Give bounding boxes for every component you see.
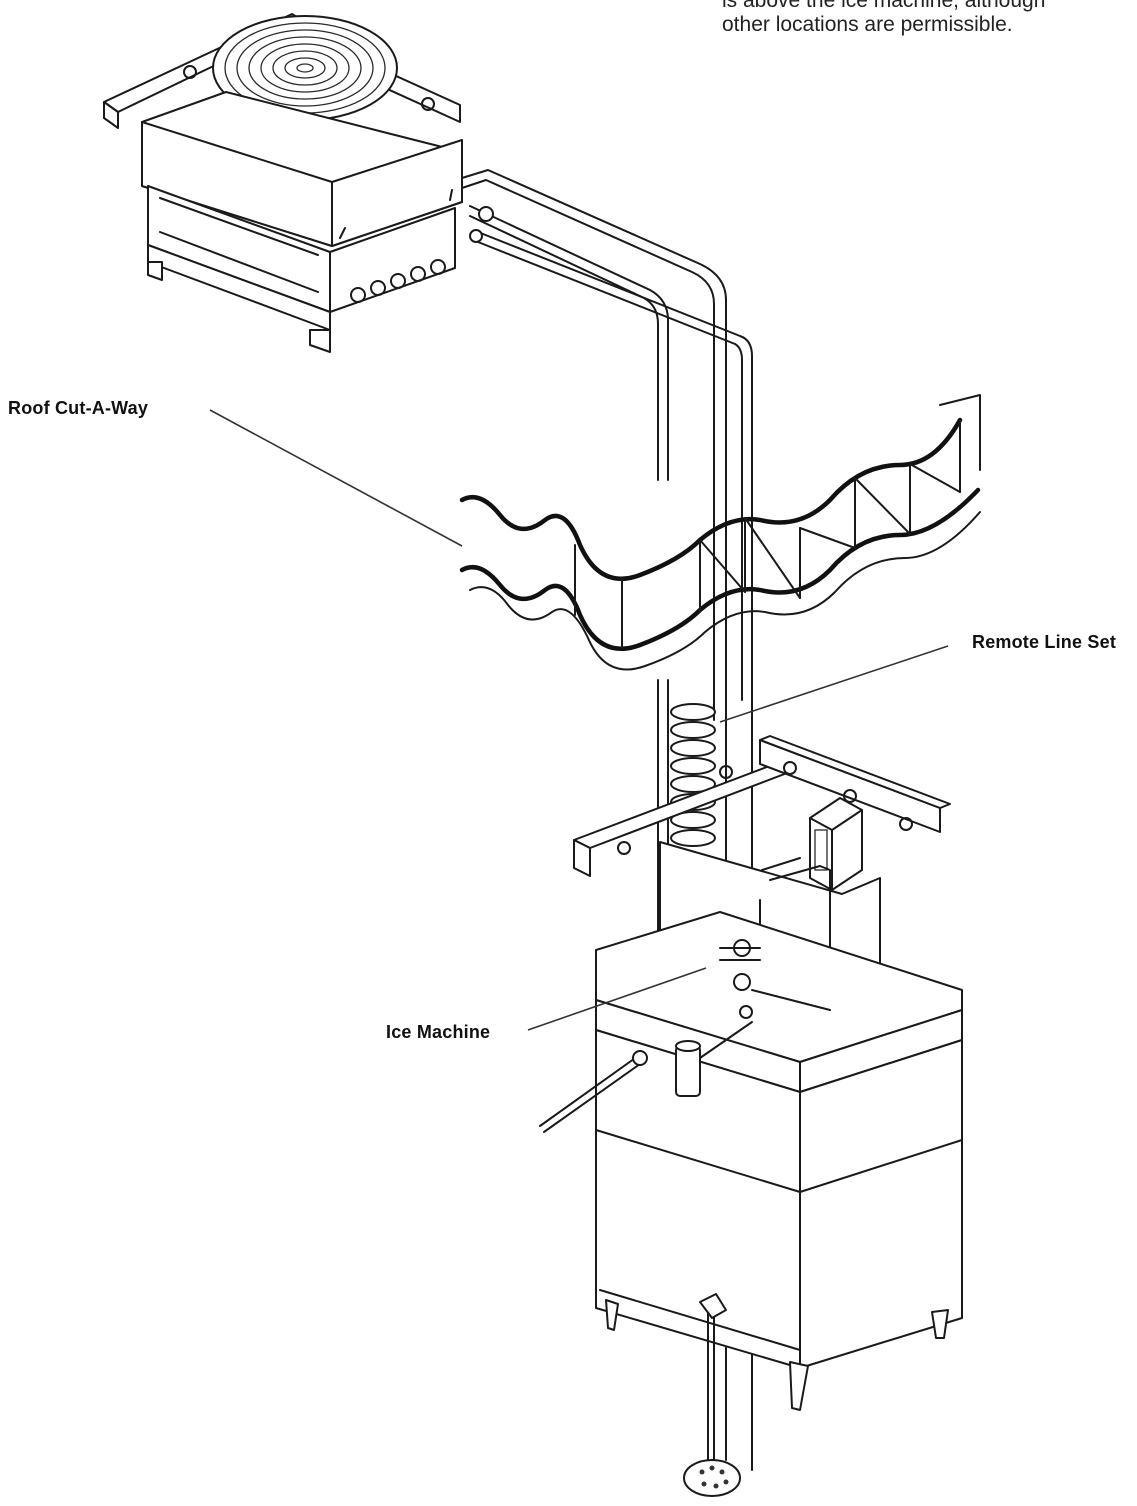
remote-line-set-label: Remote Line Set [972, 632, 1117, 652]
rail-bolt [183, 65, 197, 79]
bin-leg [605, 1299, 619, 1331]
rail-bolt [421, 97, 435, 111]
remote-condenser [103, 13, 463, 353]
roof-cutaway [209, 394, 981, 671]
bin-leg [789, 1361, 809, 1411]
roof-leader-line [209, 409, 463, 547]
line-set-pipe-a [461, 169, 727, 1461]
roof-cutaway-label: Roof Cut-A-Way [8, 398, 149, 418]
note-line-1: is above the ice machine, although [722, 0, 1046, 12]
electrical-box [809, 797, 863, 891]
line-set-pipe-b [469, 205, 669, 481]
condenser-rail-back-end [103, 101, 119, 129]
note-line-2: other locations are permissible. [722, 13, 1013, 36]
bin-side [799, 1039, 963, 1369]
roof-lower-edge [459, 487, 981, 651]
service-valve [733, 973, 751, 991]
roof-upper-edge [459, 417, 963, 581]
floor-drain [683, 1459, 741, 1497]
line-set-leader-line [719, 645, 949, 723]
ice-machine-label: Ice Machine [386, 1022, 491, 1042]
water-filter [675, 1045, 701, 1097]
condenser-frame-side [329, 207, 456, 313]
water-supply-line [539, 1055, 639, 1127]
service-loop-coil [670, 703, 716, 847]
ice-machine-assembly [539, 735, 963, 1497]
bin-leg [931, 1309, 949, 1339]
line-set-pipe-c [477, 231, 753, 1471]
ice-machine-leader-line [527, 967, 707, 1031]
condenser-housing-side [331, 139, 463, 247]
installation-note: is above the ice machine, although other… [722, 0, 1122, 52]
